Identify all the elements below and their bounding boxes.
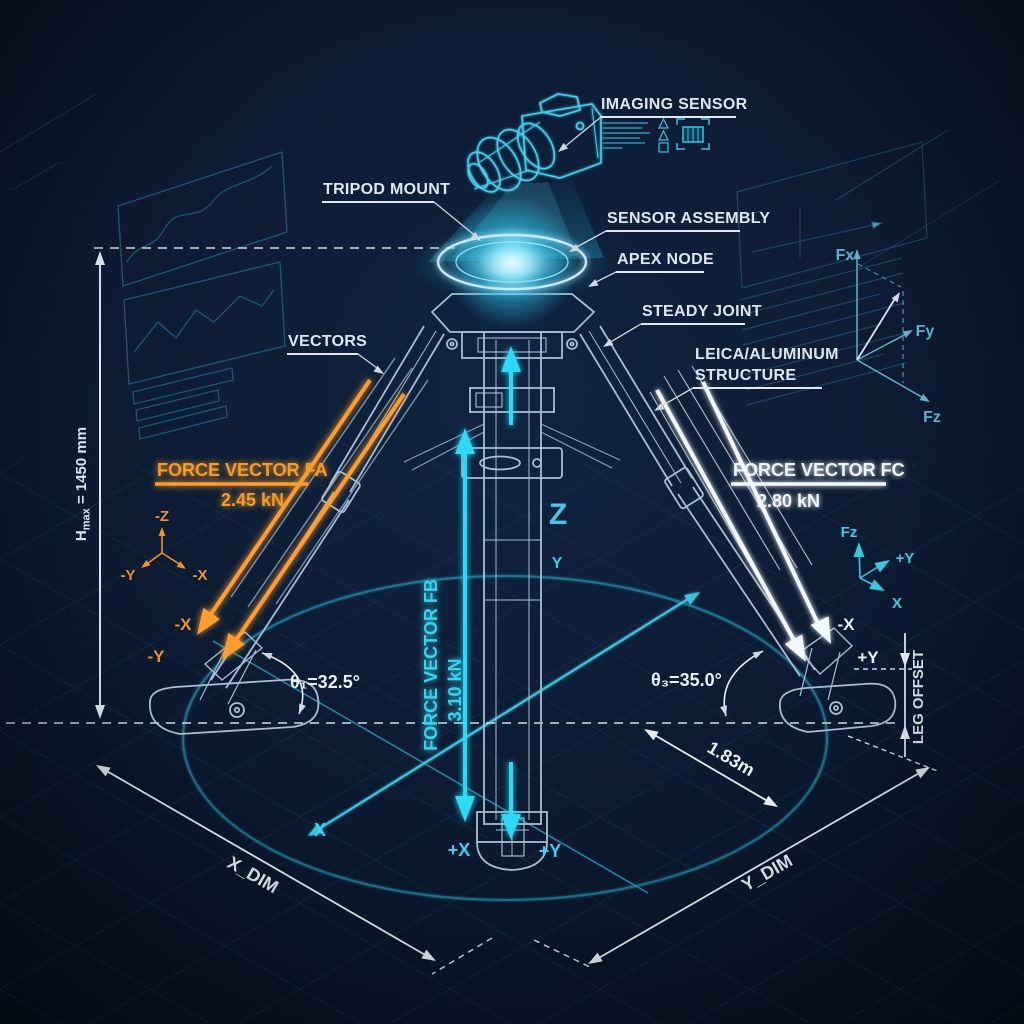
force-triad-fz: Fz bbox=[923, 409, 941, 426]
fa-value: 2.45 kN bbox=[221, 490, 284, 510]
structure-label-line1: LEICA/ALUMINUM bbox=[695, 346, 839, 363]
triad-left-negx: -X bbox=[193, 567, 208, 584]
theta1-label: θ₁=32.5° bbox=[290, 672, 360, 692]
triad-right-x: X bbox=[892, 595, 902, 612]
fa-title: FORCE VECTOR FA bbox=[157, 460, 328, 480]
fc-title: FORCE VECTOR FC bbox=[733, 460, 905, 480]
fc-value: 2.80 kN bbox=[757, 491, 820, 511]
fb-title: FORCE VECTOR FB bbox=[421, 579, 441, 751]
triad-right-py: +Y bbox=[896, 550, 915, 567]
fb-value: 3.10 kN bbox=[445, 658, 465, 721]
sensor-assembly-label: SENSOR ASSEMBLY bbox=[607, 210, 770, 227]
tripod-mount-label: TRIPOD MOUNT bbox=[323, 181, 450, 198]
force-triad-fy: Fy bbox=[916, 323, 935, 340]
force-triad-fx: Fx bbox=[836, 247, 855, 264]
ground-left-negx: -X bbox=[175, 615, 193, 634]
ground-right-py: +Y bbox=[857, 648, 879, 667]
axis-z-label: Z bbox=[549, 498, 567, 531]
theta3-label: θ₃=35.0° bbox=[651, 670, 722, 690]
steady-joint-label: STEADY JOINT bbox=[642, 303, 762, 320]
apex-node-label: APEX NODE bbox=[617, 251, 714, 268]
ground-right-negx: -X bbox=[838, 615, 856, 634]
triad-left-negz: -Z bbox=[155, 508, 169, 525]
triad-right-fz: Fz bbox=[841, 524, 858, 541]
floor-plus-y-label: +Y bbox=[539, 841, 562, 861]
floor-x-label: X bbox=[314, 820, 326, 840]
ground-left-negy: -Y bbox=[148, 647, 166, 666]
structure-label-line2: STRUCTURE bbox=[695, 367, 796, 384]
axis-y-label: Y bbox=[552, 555, 563, 572]
triad-left-negy: -Y bbox=[121, 567, 136, 584]
floor-plus-x-label: +X bbox=[448, 840, 471, 860]
leg-offset-label: LEG OFFSET bbox=[910, 650, 927, 744]
vectors-label: VECTORS bbox=[288, 333, 367, 350]
imaging-sensor-label: IMAGING SENSOR bbox=[601, 96, 748, 113]
